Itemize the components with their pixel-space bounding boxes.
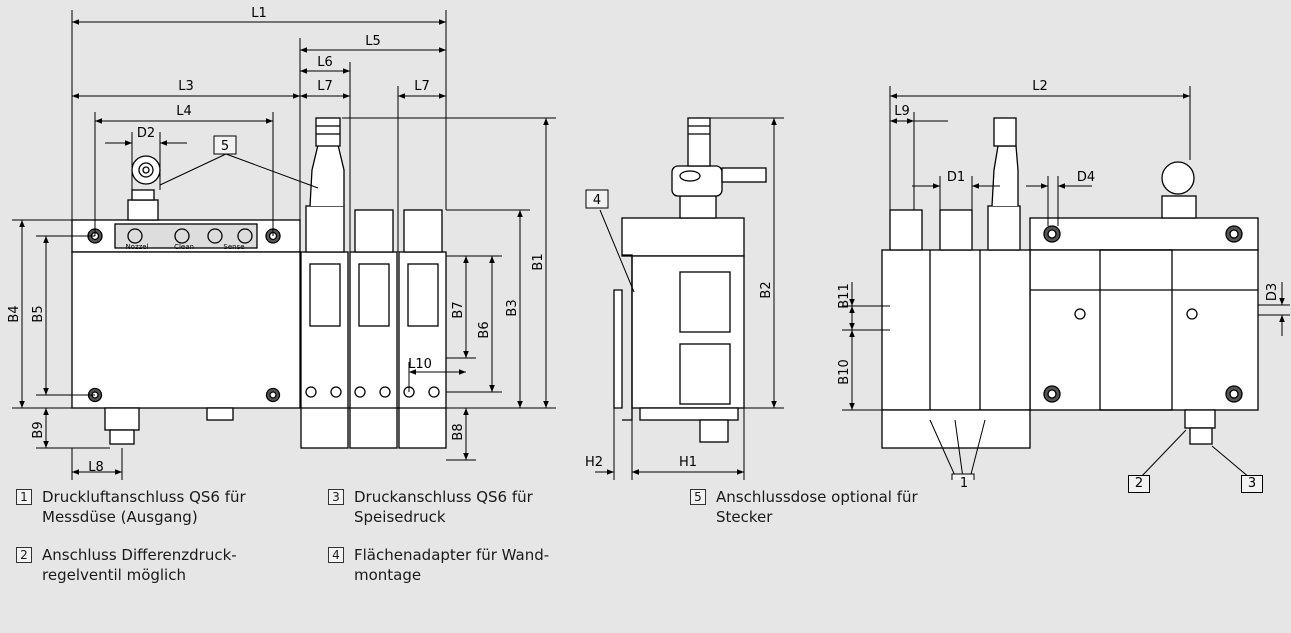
dim-L6: L6: [317, 55, 333, 70]
panel-label-nozzle: Nozzel: [125, 243, 148, 251]
legend-text-3: Druckanschluss QS6 für Speisedruck: [354, 488, 533, 526]
dim-L3: L3: [178, 79, 194, 94]
dim-L1: L1: [251, 6, 267, 21]
dim-L10: L10: [408, 357, 432, 372]
legend-num-1: 1: [16, 489, 32, 505]
legend-text-2: Anschluss Differenzdruck-regelventil mög…: [42, 546, 237, 584]
dim-B4: B4: [7, 305, 22, 322]
legend-text-5: Anschlussdose optional für Stecker: [716, 488, 918, 526]
legend-item-1: 1 Druckluftanschluss QS6 für Messdüse (A…: [16, 487, 286, 527]
dim-H2: H2: [585, 455, 603, 470]
dim-L7b: L7: [414, 79, 430, 94]
rear-view: [881, 117, 1259, 449]
dim-B2: B2: [759, 281, 774, 298]
dim-B7: B7: [451, 301, 466, 318]
dim-B6: B6: [477, 321, 492, 338]
legend-num-3: 3: [328, 489, 344, 505]
callout-3: 3: [1241, 475, 1263, 493]
dim-L4: L4: [176, 104, 192, 119]
legend-num-4: 4: [328, 547, 344, 563]
dim-L9: L9: [894, 104, 910, 119]
dim-L7a: L7: [317, 79, 333, 94]
dim-D2: D2: [137, 126, 155, 141]
dim-B10: B10: [837, 359, 852, 384]
rear-dimensions: [842, 86, 1290, 411]
dim-B1: B1: [531, 253, 546, 270]
dim-H1: H1: [679, 455, 697, 470]
legend-item-4: 4 Flächenadapter für Wand-montage: [328, 545, 588, 585]
legend-text-4: Flächenadapter für Wand-montage: [354, 546, 550, 584]
dim-L5: L5: [365, 34, 381, 49]
callout-1-label: 1: [959, 476, 969, 491]
svg-text:5: 5: [221, 139, 229, 154]
legend-num-5: 5: [690, 489, 706, 505]
side-dimensions: [595, 117, 784, 480]
leader-lines: [159, 153, 1251, 479]
legend-num-2: 2: [16, 547, 32, 563]
dim-D1: D1: [947, 170, 965, 185]
legend-text-1: Druckluftanschluss QS6 für Messdüse (Aus…: [42, 488, 246, 526]
dim-B9: B9: [31, 421, 46, 438]
callout-1: [951, 473, 975, 480]
panel-label-sense: Sense: [223, 243, 244, 251]
front-dimensions: [12, 10, 556, 480]
dim-B5: B5: [31, 305, 46, 322]
dim-D3: D3: [1265, 283, 1280, 301]
callout-5: 5: [213, 135, 237, 155]
dim-L8: L8: [88, 460, 104, 475]
svg-text:4: 4: [593, 193, 601, 208]
dim-L2: L2: [1032, 79, 1048, 94]
callout-4: 4: [585, 189, 609, 209]
callout-2: 2: [1128, 475, 1150, 493]
dim-B11: B11: [837, 283, 852, 308]
side-view: [613, 117, 767, 443]
technical-drawing: 5 4 Nozzel Clean Sense L1 L5 L6 L3 L7 L7…: [7, 6, 1290, 480]
dim-B8: B8: [451, 423, 466, 440]
legend-item-2: 2 Anschluss Differenzdruck-regelventil m…: [16, 545, 286, 585]
front-view: [71, 117, 447, 449]
dim-D4: D4: [1077, 170, 1095, 185]
dimension-labels: L1 L5 L6 L3 L7 L7 L4 D2 L8 L10 B4 B5 B9 …: [7, 6, 1280, 475]
dim-B3: B3: [505, 299, 520, 316]
legend-item-3: 3 Druckanschluss QS6 für Speisedruck: [328, 487, 588, 527]
panel-label-clean: Clean: [174, 243, 194, 251]
legend-item-5: 5 Anschlussdose optional für Stecker: [690, 487, 970, 527]
